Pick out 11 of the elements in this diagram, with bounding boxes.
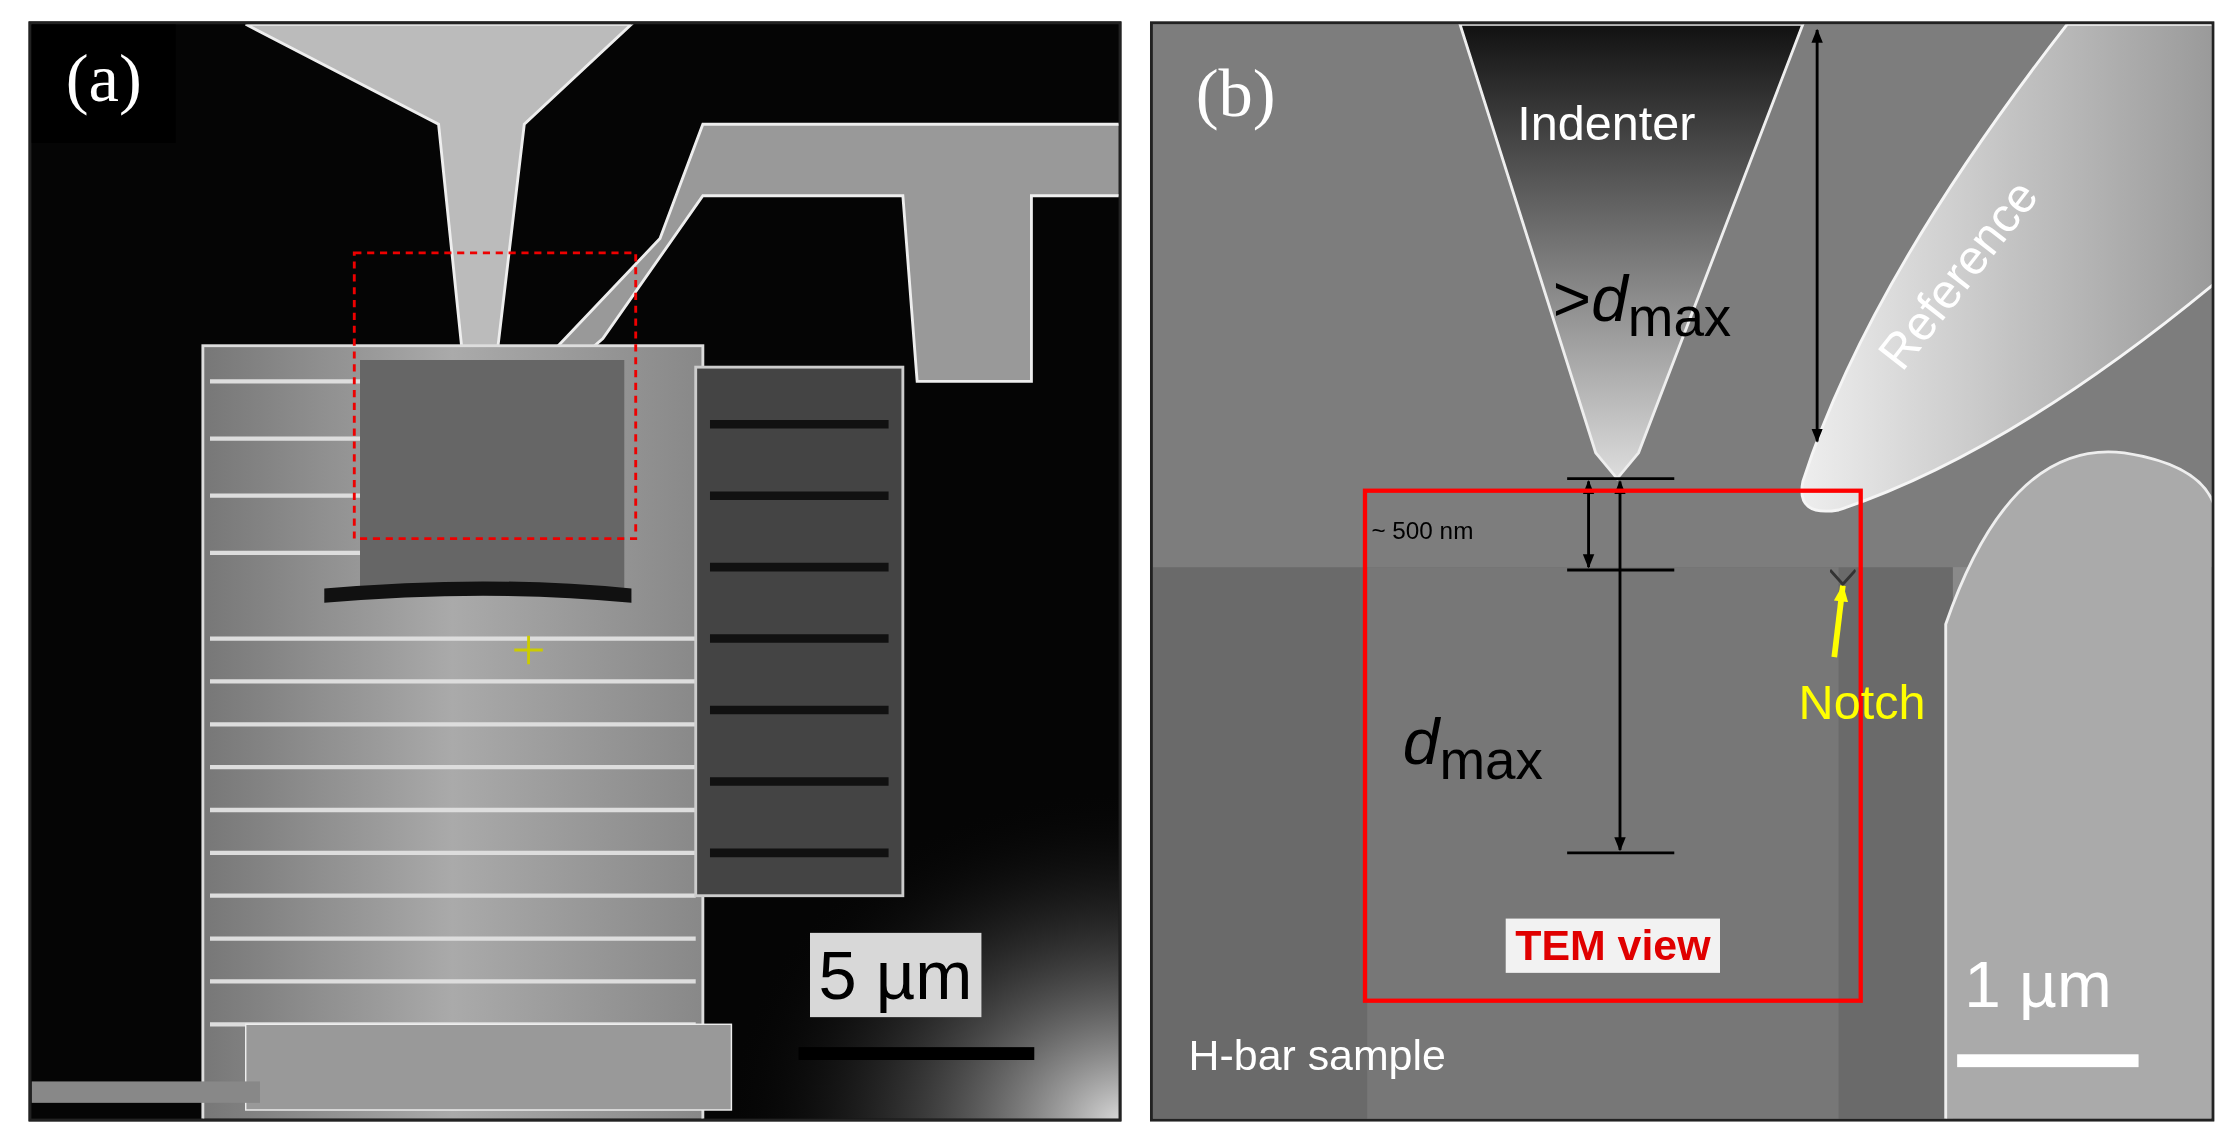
- sample-label: H-bar sample: [1188, 1031, 1446, 1080]
- notch-mark: [1830, 568, 1856, 586]
- frame-title: TEM view: [1505, 918, 1720, 973]
- panel-label: (a): [31, 24, 177, 143]
- panel-label: (b): [1195, 53, 1276, 132]
- dimension-label: d$_{max}$: [1402, 703, 1543, 792]
- dimension-label: ~ 500 nm: [1371, 517, 1474, 546]
- scale-bar-label: 1 µm: [1964, 946, 2112, 1023]
- scale-bar-label: 5 µm: [810, 932, 981, 1018]
- leader-arrow: [1831, 584, 1849, 658]
- probe-label: Indenter: [1517, 95, 1696, 152]
